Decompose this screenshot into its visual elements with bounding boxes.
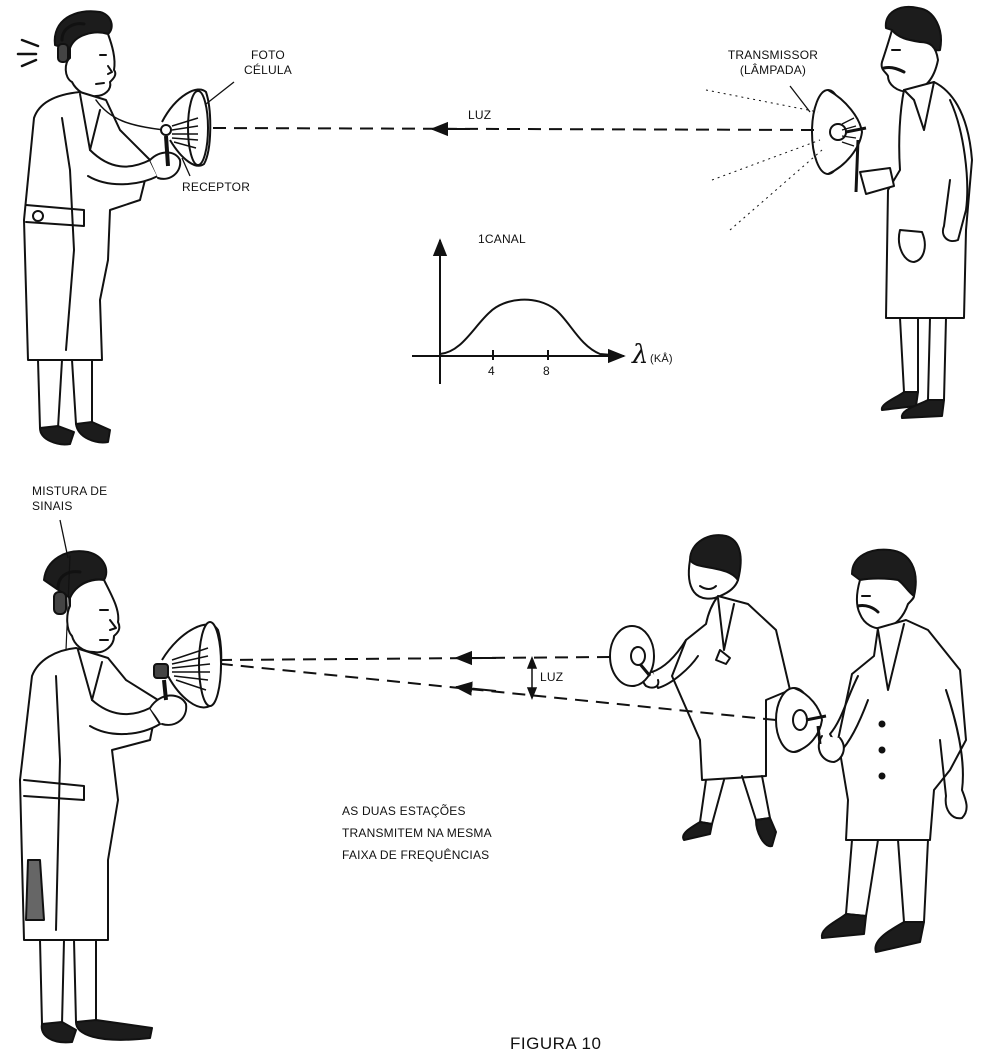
figure-caption: FIGURA 10 — [510, 1034, 602, 1053]
mistura-label-line2: SINAIS — [32, 499, 73, 513]
mistura-label: MISTURA DE SINAIS — [32, 484, 107, 514]
foto-celula-label-line2: CÉLULA — [244, 63, 292, 77]
transmitter-dish-front — [776, 688, 826, 752]
receptor-label: RECEPTOR — [182, 180, 251, 194]
light-rays-top — [706, 90, 822, 230]
light-beam-lower — [222, 664, 776, 720]
graph-axis-unit: (KÅ) — [650, 353, 673, 365]
mistura-pointer — [60, 520, 68, 558]
light-beam-top — [212, 128, 814, 130]
note-label: AS DUAS ESTAÇÕES TRANSMITEM NA MESMA FAI… — [342, 800, 492, 866]
transmissor-label-line2: (LÂMPADA) — [739, 63, 807, 77]
transmitter-dish-back — [610, 626, 654, 686]
foto-celula-label: FOTO CÉLULA — [236, 48, 300, 78]
transmissor-label-line1: TRANSMISSOR — [727, 48, 819, 62]
graph-tick-label-4: 4 — [488, 364, 495, 378]
graph-axis-symbol: λ — [632, 340, 649, 370]
label-pointers-top — [182, 82, 810, 176]
receiver-man-top — [18, 11, 180, 444]
transmitter-man-top — [860, 7, 972, 418]
transmitter-man-back — [643, 535, 790, 846]
graph-tick-label-8: 8 — [543, 364, 550, 378]
note-line1: AS DUAS ESTAÇÕES — [342, 804, 466, 818]
transmissor-label: TRANSMISSOR (LÂMPADA) — [718, 48, 828, 78]
luz-label-bottom: LUZ — [540, 670, 564, 684]
foto-celula-label-line1: FOTO — [251, 48, 285, 62]
luz-label-top: LUZ — [468, 108, 492, 122]
spectrum-graph — [412, 238, 626, 384]
light-beam-upper — [222, 657, 610, 660]
light-arrow-lower — [454, 681, 496, 696]
receiver-dish-top — [161, 89, 210, 166]
graph-title: 1CANAL — [478, 232, 526, 246]
transmitter-dish-top — [812, 90, 866, 192]
graph-curve — [440, 300, 612, 355]
note-line3: FAIXA DE FREQUÊNCIAS — [342, 848, 490, 862]
mistura-label-line1: MISTURA DE — [32, 484, 108, 498]
receiver-man-bottom — [20, 551, 186, 1042]
note-line2: TRANSMITEM NA MESMA — [342, 826, 492, 840]
transmitter-man-front — [819, 550, 967, 952]
receiver-dish-bottom — [154, 622, 221, 707]
luz-bracket — [528, 658, 536, 698]
